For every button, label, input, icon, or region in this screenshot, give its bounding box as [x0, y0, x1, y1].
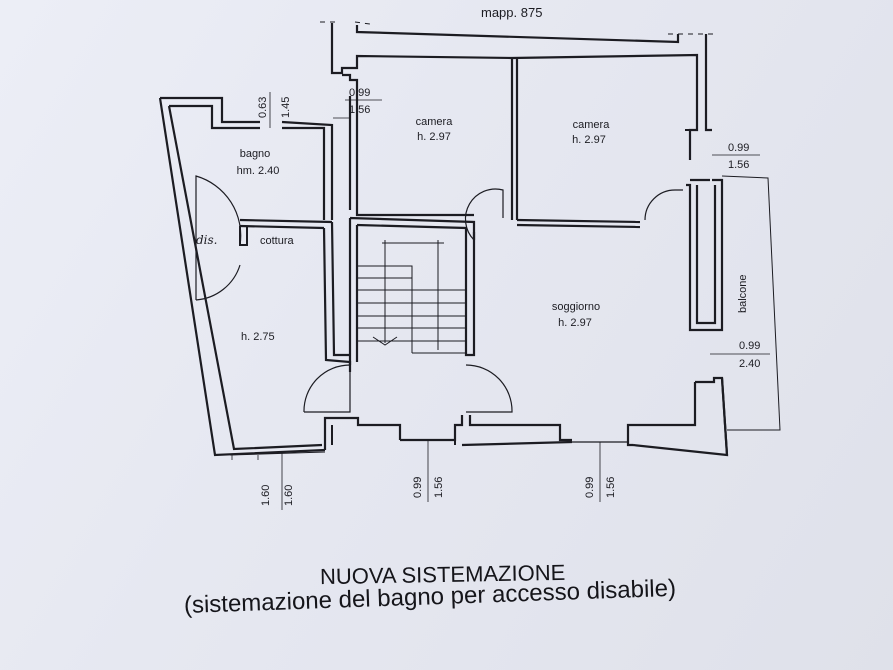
opening-dim-stair-b: 1.56 [433, 476, 445, 498]
opening-dim-camera2-b: 1.56 [728, 159, 750, 171]
room-height-bagno: hm. 2.40 [236, 165, 280, 177]
opening-dim-cottura-a: 1.60 [260, 484, 272, 506]
opening-dim-soggiorno-south-b: 1.56 [605, 476, 617, 498]
neighbor-parcel-label: mapp. 875 [481, 5, 543, 20]
opening-dim-soggiorno-a: 0.99 [739, 340, 761, 352]
room-height-soggiorno: h. 2.97 [558, 317, 592, 329]
opening-dim-camera1-b: 1.56 [349, 104, 371, 116]
opening-dim-cottura-b: 1.60 [283, 484, 295, 506]
opening-dim-camera2-a: 0.99 [728, 142, 750, 154]
room-height-cottura: h. 2.75 [241, 331, 275, 343]
room-name-bagno: bagno [239, 148, 271, 160]
opening-dim-bagno-b: 1.45 [280, 96, 292, 118]
room-name-balcone: balcone [737, 274, 749, 313]
room-name-camera-1: camera [415, 116, 453, 128]
opening-dim-soggiorno-b: 2.40 [739, 358, 761, 370]
room-name-disimpegno: dis. [196, 233, 218, 247]
opening-dim-soggiorno-south-a: 0.99 [584, 476, 596, 498]
room-height-camera-2: h. 2.97 [572, 134, 606, 146]
room-name-soggiorno: soggiorno [551, 301, 601, 313]
room-name-cottura: cottura [260, 235, 294, 247]
opening-dim-stair-a: 0.99 [412, 476, 424, 498]
opening-dim-camera1-a: 0.99 [349, 87, 371, 99]
opening-dim-bagno-a: 0.63 [257, 96, 269, 118]
room-height-camera-1: h. 2.97 [417, 131, 451, 143]
room-name-camera-2: camera [572, 119, 610, 131]
